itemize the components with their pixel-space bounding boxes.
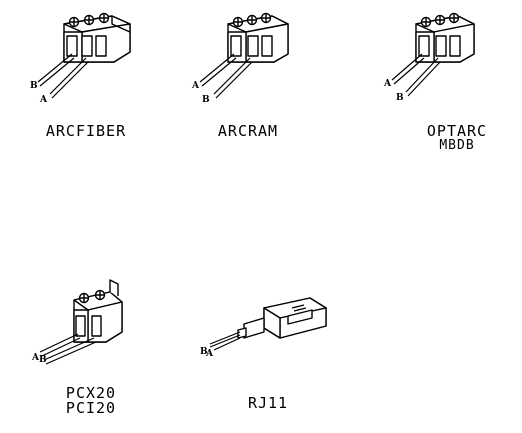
label-rj11: RJ11 [238,396,298,411]
arcram-pin-label: A [191,81,200,91]
label-arcram: ARCRAM [208,124,288,139]
label-line: MBDB [439,138,475,153]
label-line: ARCFIBER [45,122,127,140]
arcfiber-terminal-block-icon: B A [30,12,131,105]
pcx20-pin-label: A [31,353,40,363]
optarc-terminal-block-icon: A B [383,12,475,103]
arcfiber-pin-label: B [30,81,38,91]
pcx20-pin-label: B [39,355,47,365]
connector-optarc: A B [380,6,500,106]
optarc-pin-label: B [396,93,404,103]
arcram-pin-label: B [202,95,210,105]
optarc-pin-label: A [383,79,392,89]
connector-pcx20: A B [30,279,140,375]
connector-arcfiber: B A [30,6,154,106]
label-line: OPTARC [426,122,488,140]
label-arcfiber: ARCFIBER [40,124,132,139]
label-line: RJ11 [247,394,289,412]
label-line: ARCRAM [217,122,279,140]
label-pcx20: PCX20 PCI20 [54,386,128,416]
label-line: PCX20 [65,384,117,402]
connector-arcram: A B [190,6,310,106]
connector-rj11: B A [200,296,340,376]
label-optarc: OPTARC MBDB [420,122,494,153]
rj11-pin-label: A [205,349,214,359]
arcram-terminal-block-icon: A B [191,12,289,105]
rj11-plug-icon: B A [200,297,327,359]
arcfiber-pin-label: A [39,95,48,105]
rj11-pin-label: B [200,347,208,357]
label-line: PCI20 [65,399,117,417]
pcx20-terminal-block-icon: A B [31,279,123,365]
